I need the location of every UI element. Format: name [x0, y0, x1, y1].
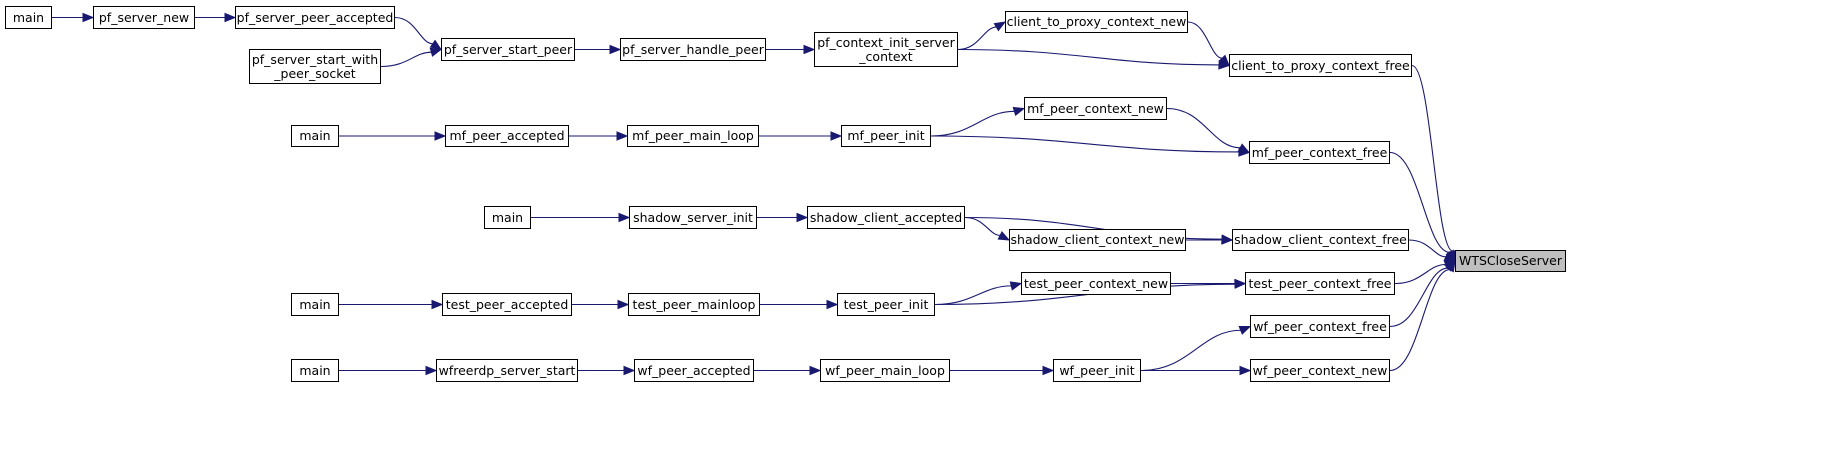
node-test-peer-accepted[interactable]: test_peer_accepted: [442, 293, 572, 316]
edge-arrowhead: [609, 44, 622, 55]
node-mf-peer-accepted[interactable]: mf_peer_accepted: [445, 125, 569, 147]
node-wtscloseserver: WTSCloseServer: [1455, 250, 1566, 272]
edge-arrowhead: [1445, 259, 1456, 273]
edge-shadow_client_context_free-to-WTSCloseServer: [1408, 239, 1446, 258]
node-wf-peer-init[interactable]: wf_peer_init: [1053, 359, 1141, 382]
edge-arrowhead: [1218, 54, 1230, 67]
node-shadow-client-context-free[interactable]: shadow_client_context_free: [1232, 229, 1409, 251]
edge-mf_peer_context_new-to-mf_peer_context_free: [1166, 107, 1241, 149]
edge-arrowhead: [429, 47, 443, 57]
edge-arrowhead: [82, 12, 95, 23]
edge-arrowhead: [431, 299, 444, 310]
node-mf-peer-context-free[interactable]: mf_peer_context_free: [1249, 141, 1390, 164]
edge-mf_peer_context_free-to-WTSCloseServer: [1389, 151, 1450, 253]
node-client-to-proxy-context-free[interactable]: client_to_proxy_context_free: [1229, 54, 1412, 77]
edge-arrowhead: [796, 212, 809, 223]
node-test-peer-mainloop[interactable]: test_peer_mainloop: [628, 293, 760, 316]
edge-test_peer_init-to-test_peer_context_new: [934, 285, 1012, 306]
edge-wf_peer_init-to-wf_peer_context_free: [1140, 329, 1241, 372]
node-test-peer-init[interactable]: test_peer_init: [837, 293, 935, 316]
node-client-to-proxy-context-new[interactable]: client_to_proxy_context_new: [1005, 11, 1188, 33]
node-mf-peer-context-new[interactable]: mf_peer_context_new: [1024, 97, 1167, 120]
node-pf-server-handle-peer[interactable]: pf_server_handle_peer: [620, 38, 766, 61]
node-main-test[interactable]: main: [291, 293, 339, 316]
edge-arrowhead: [997, 231, 1011, 241]
edge-pf_context_init_server_context-to-client_to_proxy_context_new: [957, 26, 997, 51]
edge-wf_peer_context_free-to-WTSCloseServer: [1389, 267, 1449, 328]
node-mf-peer-init[interactable]: mf_peer_init: [841, 125, 931, 147]
edge-arrowhead: [1238, 325, 1252, 335]
edge-pf_server_start_with_peer_socket-to-pf_server_start_peer: [380, 51, 432, 68]
edge-pf_server_peer_accepted-to-pf_server_start_peer: [394, 16, 433, 45]
node-wf-peer-main-loop[interactable]: wf_peer_main_loop: [820, 359, 950, 382]
node-main-wf[interactable]: main: [291, 359, 339, 382]
edge-arrowhead: [224, 12, 237, 23]
edge-arrowhead: [1042, 365, 1055, 376]
edge-arrowhead: [429, 39, 443, 51]
node-wf-peer-accepted[interactable]: wf_peer_accepted: [634, 359, 754, 382]
edge-wf_peer_context_new-to-WTSCloseServer: [1389, 269, 1450, 372]
node-main-mf[interactable]: main: [291, 125, 339, 147]
edge-arrowhead: [425, 365, 438, 376]
edge-client_to_proxy_context_free-to-WTSCloseServer: [1411, 64, 1454, 252]
edge-pf_context_init_server_context-to-client_to_proxy_context_free: [957, 48, 1220, 66]
edge-arrowhead: [617, 299, 630, 310]
node-test-peer-context-free[interactable]: test_peer_context_free: [1245, 272, 1395, 295]
node-wf-peer-context-new[interactable]: wf_peer_context_new: [1250, 359, 1390, 382]
edge-arrowhead: [1234, 278, 1247, 289]
edge-arrowhead: [1221, 235, 1234, 245]
node-main-shadow[interactable]: main: [484, 206, 531, 229]
edge-mf_peer_init-to-mf_peer_context_free: [930, 135, 1240, 153]
node-main-pf[interactable]: main: [5, 6, 52, 29]
edge-mf_peer_init-to-mf_peer_context_new: [930, 110, 1015, 137]
node-pf-server-start-peer[interactable]: pf_server_start_peer: [441, 38, 575, 61]
node-test-peer-context-new[interactable]: test_peer_context_new: [1021, 272, 1171, 295]
edge-arrowhead: [809, 365, 822, 376]
node-pf-server-start-with-peer-socket[interactable]: pf_server_start_with _peer_socket: [249, 49, 381, 84]
node-wf-peer-context-free[interactable]: wf_peer_context_free: [1250, 315, 1390, 338]
edge-arrowhead: [1239, 365, 1252, 376]
node-pf-server-new[interactable]: pf_server_new: [93, 6, 195, 29]
edge-arrowhead: [1012, 106, 1026, 117]
node-wfreerdp-server-start[interactable]: wfreerdp_server_start: [436, 359, 578, 382]
edge-arrowhead: [1237, 143, 1251, 154]
edge-arrowhead: [993, 21, 1007, 32]
node-pf-server-peer-accepted[interactable]: pf_server_peer_accepted: [235, 6, 395, 29]
edge-client_to_proxy_context_new-to-client_to_proxy_context_free: [1187, 21, 1223, 59]
edge-arrowhead: [618, 212, 631, 223]
edge-test_peer_context_free-to-WTSCloseServer: [1394, 263, 1446, 285]
edge-shadow_client_accepted-to-shadow_client_context_new: [964, 216, 1001, 236]
node-shadow-client-accepted[interactable]: shadow_client_accepted: [807, 206, 965, 229]
edge-arrowhead: [1009, 281, 1023, 291]
edge-arrowhead: [803, 44, 816, 55]
node-shadow-server-init[interactable]: shadow_server_init: [629, 206, 757, 229]
edge-arrowhead: [616, 131, 629, 141]
node-shadow-client-context-new[interactable]: shadow_client_context_new: [1009, 229, 1186, 251]
edge-arrowhead: [830, 131, 843, 141]
edge-arrowhead: [826, 299, 839, 310]
node-pf-context-init-server-context[interactable]: pf_context_init_server _context: [814, 32, 958, 67]
edge-arrowhead: [623, 365, 636, 376]
node-mf-peer-main-loop[interactable]: mf_peer_main_loop: [627, 125, 759, 147]
edge-arrowhead: [434, 131, 447, 141]
